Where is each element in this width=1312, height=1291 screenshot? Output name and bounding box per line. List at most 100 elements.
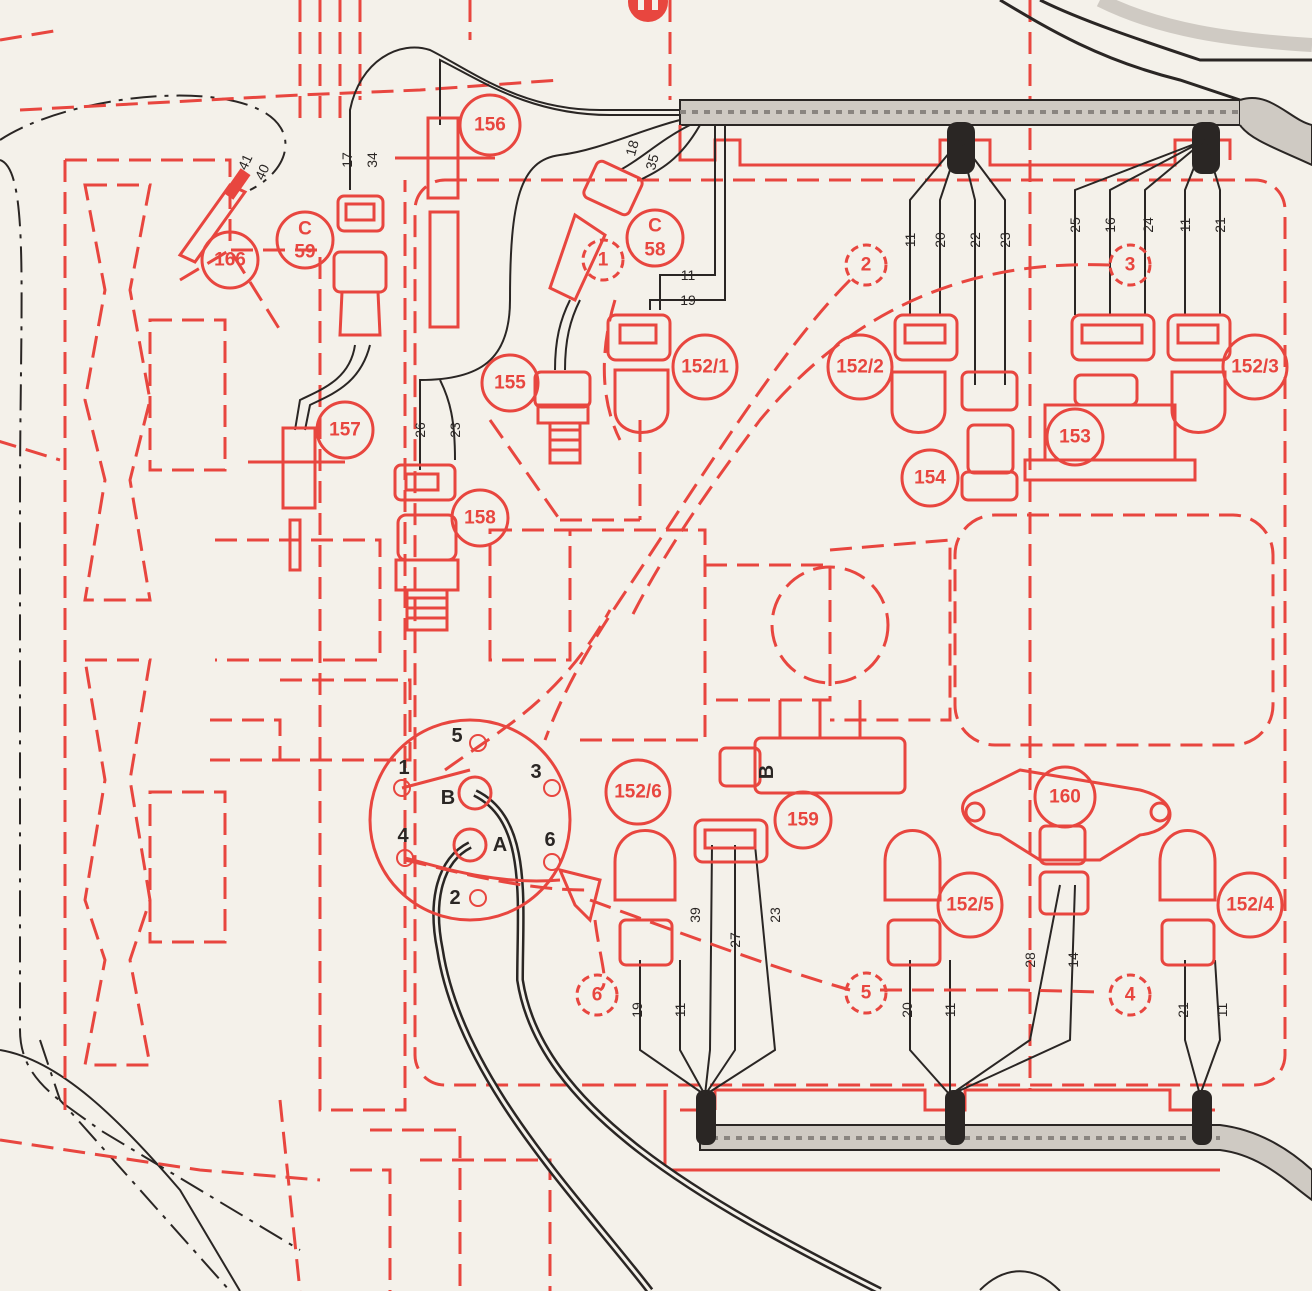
svg-text:2: 2: [861, 255, 872, 276]
label-152-5: 152/5: [936, 871, 1004, 939]
sensor-166: [177, 168, 251, 264]
svg-text:11: 11: [1177, 218, 1193, 233]
svg-text:18: 18: [622, 138, 642, 157]
label-157: 157: [315, 400, 375, 460]
svg-text:152/5: 152/5: [946, 895, 994, 916]
route-markers: 1 2 3 4 5 6: [575, 238, 1152, 1017]
wire-numbers: 41 40 17 34 18 35 11 19 11 20 22 23 25 1…: [234, 138, 1230, 1018]
label-c59: C59: [275, 210, 335, 270]
svg-text:11: 11: [1214, 1003, 1230, 1018]
label-152-4: 152/4: [1216, 871, 1284, 939]
sensor-156: [395, 116, 495, 329]
svg-text:21: 21: [1212, 217, 1228, 233]
svg-text:152/1: 152/1: [681, 357, 729, 378]
label-text-166: 166: [214, 250, 246, 271]
svg-text:11: 11: [942, 1003, 958, 1018]
label-152-2: 152/2: [826, 333, 894, 401]
connector-154: [960, 370, 1019, 502]
label-160: 160: [1033, 765, 1097, 829]
module-153: [1023, 403, 1197, 482]
svg-text:11: 11: [672, 1003, 688, 1018]
top-marker: [628, 0, 668, 22]
svg-text:17: 17: [339, 152, 355, 168]
svg-text:24: 24: [1140, 217, 1156, 233]
connector-c58: [548, 159, 644, 303]
svg-text:159: 159: [787, 810, 819, 831]
pin-3: 3: [530, 761, 541, 783]
wiring: [294, 46, 1222, 1291]
connector-mark: B: [756, 765, 778, 779]
svg-text:23: 23: [447, 422, 463, 438]
svg-text:27: 27: [727, 932, 743, 948]
sensor-157: [248, 426, 345, 572]
injector-152-4: [1158, 829, 1217, 967]
sensor-158: [393, 463, 460, 632]
svg-text:41: 41: [234, 151, 255, 172]
label-158: 158: [450, 488, 510, 548]
svg-text:28: 28: [1022, 952, 1038, 968]
connector-c59: [332, 194, 388, 337]
route-lines: [404, 263, 1111, 994]
svg-text:152/2: 152/2: [836, 357, 884, 378]
svg-text:3: 3: [1125, 255, 1136, 276]
svg-text:152/4: 152/4: [1226, 895, 1274, 916]
svg-text:58: 58: [644, 240, 665, 261]
svg-text:155: 155: [494, 373, 526, 394]
svg-text:19: 19: [680, 292, 696, 308]
label-152-3: 152/3: [1221, 333, 1289, 401]
svg-text:23: 23: [767, 907, 783, 923]
svg-text:20: 20: [932, 232, 948, 248]
label-text-c59: 59: [294, 242, 315, 263]
sensor-155: [533, 370, 592, 465]
svg-text:21: 21: [1175, 1002, 1191, 1018]
bottom-harness: [663, 1088, 1312, 1202]
svg-text:40: 40: [251, 161, 272, 182]
pin-4: 4: [397, 825, 409, 847]
injector-152-1: [606, 313, 672, 434]
svg-text:16: 16: [1102, 217, 1118, 233]
label-155: 155: [480, 353, 540, 413]
distributor: [368, 718, 602, 923]
svg-text:156: 156: [474, 115, 506, 136]
route-marker-1: 1: [581, 238, 625, 282]
label-154: 154: [900, 448, 960, 508]
distributor-pins: 1 2 3 4 5 6 A B B: [397, 725, 778, 909]
label-c58: C 58: [625, 208, 685, 268]
body-outline: [0, 28, 321, 1291]
injector-152-3: [1070, 313, 1232, 434]
svg-text:22: 22: [967, 232, 983, 248]
svg-text:158: 158: [464, 508, 496, 529]
svg-text:160: 160: [1049, 787, 1081, 808]
route-marker-5: 5: [844, 971, 888, 1015]
svg-text:6: 6: [592, 985, 603, 1006]
label-152-6: 152/6: [604, 758, 672, 826]
label-156: 156: [458, 93, 522, 157]
injector-152-2: [890, 313, 959, 434]
pin-6: 6: [544, 829, 555, 851]
pin-b: B: [441, 787, 455, 809]
pin-5: 5: [451, 725, 462, 747]
injector-152-5: [883, 829, 942, 967]
svg-text:14: 14: [1065, 952, 1081, 968]
svg-text:39: 39: [687, 907, 703, 923]
module-159: [693, 700, 907, 864]
route-marker-4: 4: [1108, 973, 1152, 1017]
route-marker-6: 6: [575, 973, 619, 1017]
route-marker-3: 3: [1108, 243, 1152, 287]
svg-text:25: 25: [1067, 217, 1083, 233]
label-166: 166: [200, 230, 260, 290]
component-labels: 166 C59 156 C58 157 155 158 152/1 152/2 …: [200, 93, 1289, 939]
label-159: 159: [773, 790, 833, 850]
svg-text:26: 26: [412, 422, 428, 438]
svg-text:C: C: [648, 216, 662, 237]
svg-text:11: 11: [681, 267, 696, 283]
route-marker-2: 2: [844, 243, 888, 287]
svg-text:5: 5: [861, 983, 872, 1004]
svg-text:35: 35: [642, 152, 662, 171]
svg-text:34: 34: [364, 152, 380, 168]
pin-1: 1: [398, 757, 409, 779]
svg-text:4: 4: [1125, 985, 1136, 1006]
top-harness: [678, 0, 1312, 174]
